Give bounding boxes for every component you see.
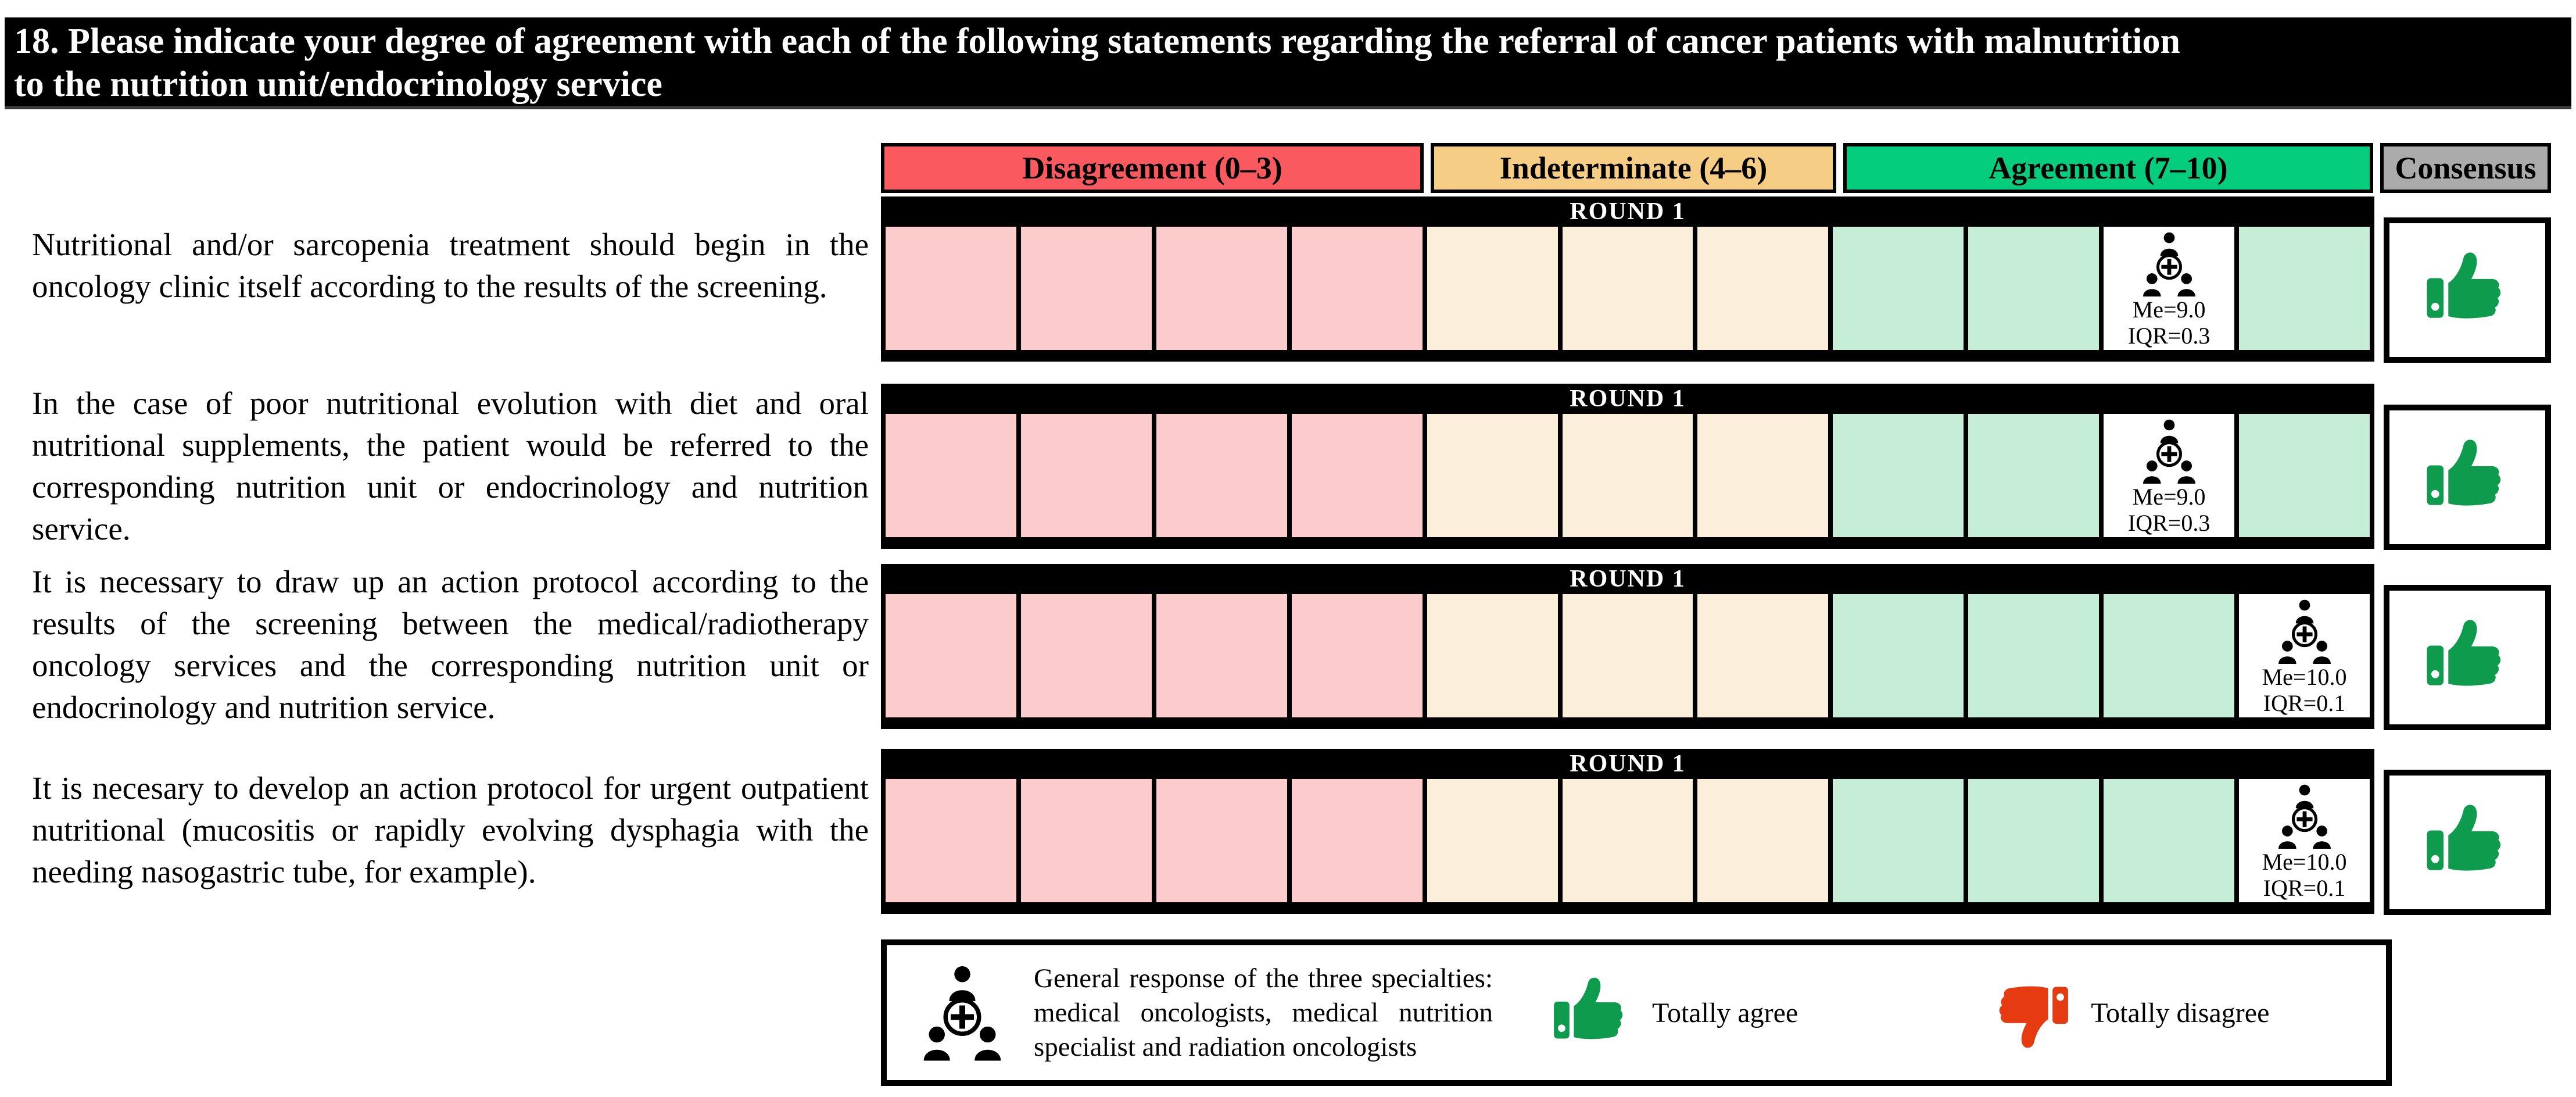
thumbs-up-icon	[2424, 434, 2511, 521]
thumbs-up-icon	[2424, 246, 2511, 334]
scale-cell-8	[1964, 227, 2100, 350]
group-response-icon	[2274, 784, 2335, 849]
median-value: Me=10.0	[2262, 664, 2347, 690]
scale-cell-4	[1422, 227, 1558, 350]
round-label: ROUND 1	[1570, 198, 1686, 225]
legend-group-text: General response of the three specialtie…	[1034, 963, 1493, 1062]
scale-cell-6	[1693, 414, 1829, 537]
scale-cell-2	[1151, 594, 1287, 717]
scale-cell-10	[2234, 414, 2370, 537]
scale-cell-1	[1016, 414, 1152, 537]
round-label: ROUND 1	[1570, 566, 1686, 592]
legend-agree-label: Totally agree	[1652, 997, 1798, 1028]
scale-cell-9	[2099, 594, 2235, 717]
scale-cell-5	[1557, 779, 1693, 902]
scale-cell-8	[1964, 414, 2100, 537]
thumbs-up-icon	[2424, 614, 2511, 701]
round-label: ROUND 1	[1570, 385, 1686, 412]
scale-cell-3	[1287, 594, 1423, 717]
group-response-icon	[2139, 231, 2199, 296]
consensus-box-3	[2384, 585, 2551, 730]
scale-cell-2	[1151, 779, 1287, 902]
scale-cell-4	[1422, 779, 1558, 902]
scale-cell-4	[1422, 414, 1558, 537]
scale-cell-10	[2234, 227, 2370, 350]
round-label: ROUND 1	[1570, 751, 1686, 777]
legend-disagree-label: Totally disagree	[2091, 997, 2270, 1028]
iqr-value: IQR=0.3	[2127, 510, 2210, 536]
legend-thumbs-down-icon	[1990, 972, 2071, 1053]
scale-cell-3	[1287, 779, 1423, 902]
scale-cell-6	[1693, 227, 1829, 350]
median-value: Me=9.0	[2132, 484, 2206, 510]
scale-cell-4	[1422, 594, 1558, 717]
scale-cell-2	[1151, 227, 1287, 350]
statement-text-1: Nutritional and/or sarcopenia treatment …	[32, 227, 869, 304]
header-indeterminate: Indeterminate (4–6)	[1431, 143, 1836, 193]
scale-cell-0	[886, 414, 1016, 537]
scale-cell-2	[1151, 414, 1287, 537]
iqr-value: IQR=0.3	[2127, 323, 2210, 349]
median-value: Me=10.0	[2262, 849, 2347, 875]
scale-cell-1	[1016, 594, 1152, 717]
legend-box: General response of the three specialtie…	[881, 939, 2392, 1086]
scale-cell-8	[1964, 594, 2100, 717]
scale-cell-7	[1828, 594, 1964, 717]
statement-text-3: It is necessary to draw up an action pro…	[32, 564, 869, 725]
scale-cell-6	[1693, 779, 1829, 902]
scale-cell-7	[1828, 779, 1964, 902]
scale-cell-0	[886, 779, 1016, 902]
statement-text-4: It is necesary to develop an action prot…	[32, 770, 869, 889]
scale-cell-5	[1557, 227, 1693, 350]
statement-text-2: In the case of poor nutritional evolutio…	[32, 385, 869, 546]
question-title-bar: 18. Please indicate your degree of agree…	[5, 17, 2571, 109]
scale-cell-5	[1557, 594, 1693, 717]
header-agreement: Agreement (7–10)	[1843, 143, 2373, 193]
group-response-icon	[2139, 419, 2199, 484]
header-disagreement: Disagreement (0–3)	[881, 143, 1424, 193]
scale-cell-0	[886, 227, 1016, 350]
scale-cell-1	[1016, 779, 1152, 902]
scale-cell-7	[1828, 414, 1964, 537]
legend-group-response-icon	[919, 964, 1006, 1061]
scale-cell-3	[1287, 227, 1423, 350]
question-title-line-2: to the nutrition unit/endocrinology serv…	[14, 65, 662, 104]
legend-thumbs-up-icon	[1551, 972, 1632, 1053]
scale-cell-1	[1016, 227, 1152, 350]
median-value: Me=9.0	[2132, 296, 2206, 323]
header-consensus: Consensus	[2380, 143, 2551, 193]
scale-cell-7	[1828, 227, 1964, 350]
group-response-icon	[2274, 599, 2335, 664]
consensus-box-1	[2384, 217, 2551, 363]
scale-cell-6	[1693, 594, 1829, 717]
thumbs-up-icon	[2424, 799, 2511, 886]
scale-cell-5	[1557, 414, 1693, 537]
scale-cell-3	[1287, 414, 1423, 537]
iqr-value: IQR=0.1	[2263, 690, 2346, 716]
iqr-value: IQR=0.1	[2263, 875, 2346, 901]
consensus-box-2	[2384, 405, 2551, 550]
scale-cell-8	[1964, 779, 2100, 902]
question-title-line-1: 18. Please indicate your degree of agree…	[14, 22, 2180, 61]
scale-cell-0	[886, 594, 1016, 717]
consensus-box-4	[2384, 770, 2551, 915]
scale-cell-9	[2099, 779, 2235, 902]
